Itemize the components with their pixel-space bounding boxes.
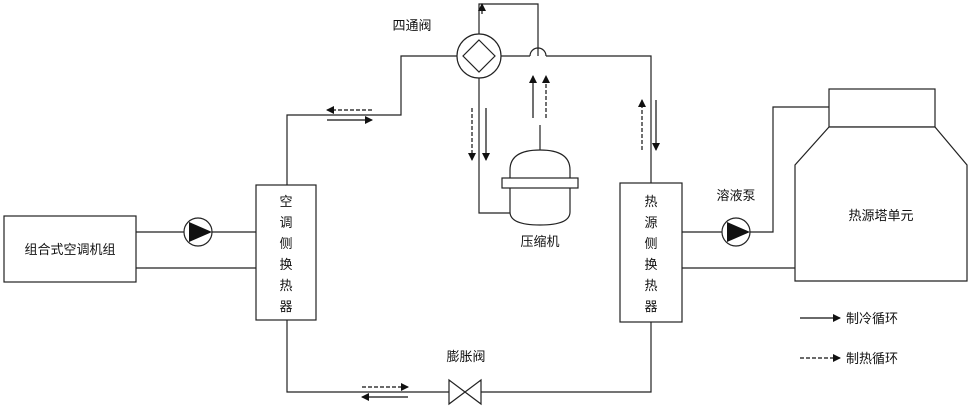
heat-source-tower: 热源塔单元	[795, 89, 967, 281]
ac_side_hx-char: 空	[279, 195, 292, 210]
hs_side_hx-char: 器	[644, 300, 657, 315]
ac_side_hx-char: 调	[279, 216, 292, 231]
ac_side_hx-char: 热	[279, 279, 292, 294]
legend-cooling-label: 制冷循环	[846, 312, 898, 327]
legend-heating-label: 制热循环	[846, 352, 898, 367]
hs_side_hx-char: 换	[644, 258, 657, 273]
compressor: 压缩机	[502, 150, 578, 250]
ac_side_hx-char: 侧	[279, 237, 292, 252]
four-way-valve: 四通阀	[392, 4, 501, 78]
ac_side_hx-char: 器	[279, 300, 292, 315]
compressor-label: 压缩机	[520, 234, 559, 250]
flow-arrows	[327, 76, 656, 397]
expansion-valve-label: 膨胀阀	[446, 350, 485, 365]
ac-side-heat-exchanger: 空调侧换热器	[256, 185, 316, 320]
solution-pump-label: 溶液泵	[716, 189, 755, 204]
hs_side_hx-char: 源	[644, 216, 657, 231]
four-way-valve-label: 四通阀	[392, 19, 431, 34]
hs_side_hx-char: 热	[644, 195, 657, 210]
hs-side-heat-exchanger: 热源侧换热器	[620, 183, 682, 322]
hs_side_hx-char: 热	[644, 279, 657, 294]
hs_side_hx-char: 侧	[644, 237, 657, 252]
ahu-label: 组合式空调机组	[24, 243, 115, 258]
solution-pump: 溶液泵	[716, 189, 755, 246]
heat-source-tower-label: 热源塔单元	[848, 209, 913, 224]
expansion-valve: 膨胀阀	[446, 350, 485, 404]
ahu-unit: 组合式空调机组	[4, 216, 136, 282]
circulation-pump-left	[184, 218, 212, 246]
ac_side_hx-char: 换	[279, 258, 292, 273]
legend: 制冷循环 制热循环	[800, 312, 898, 367]
